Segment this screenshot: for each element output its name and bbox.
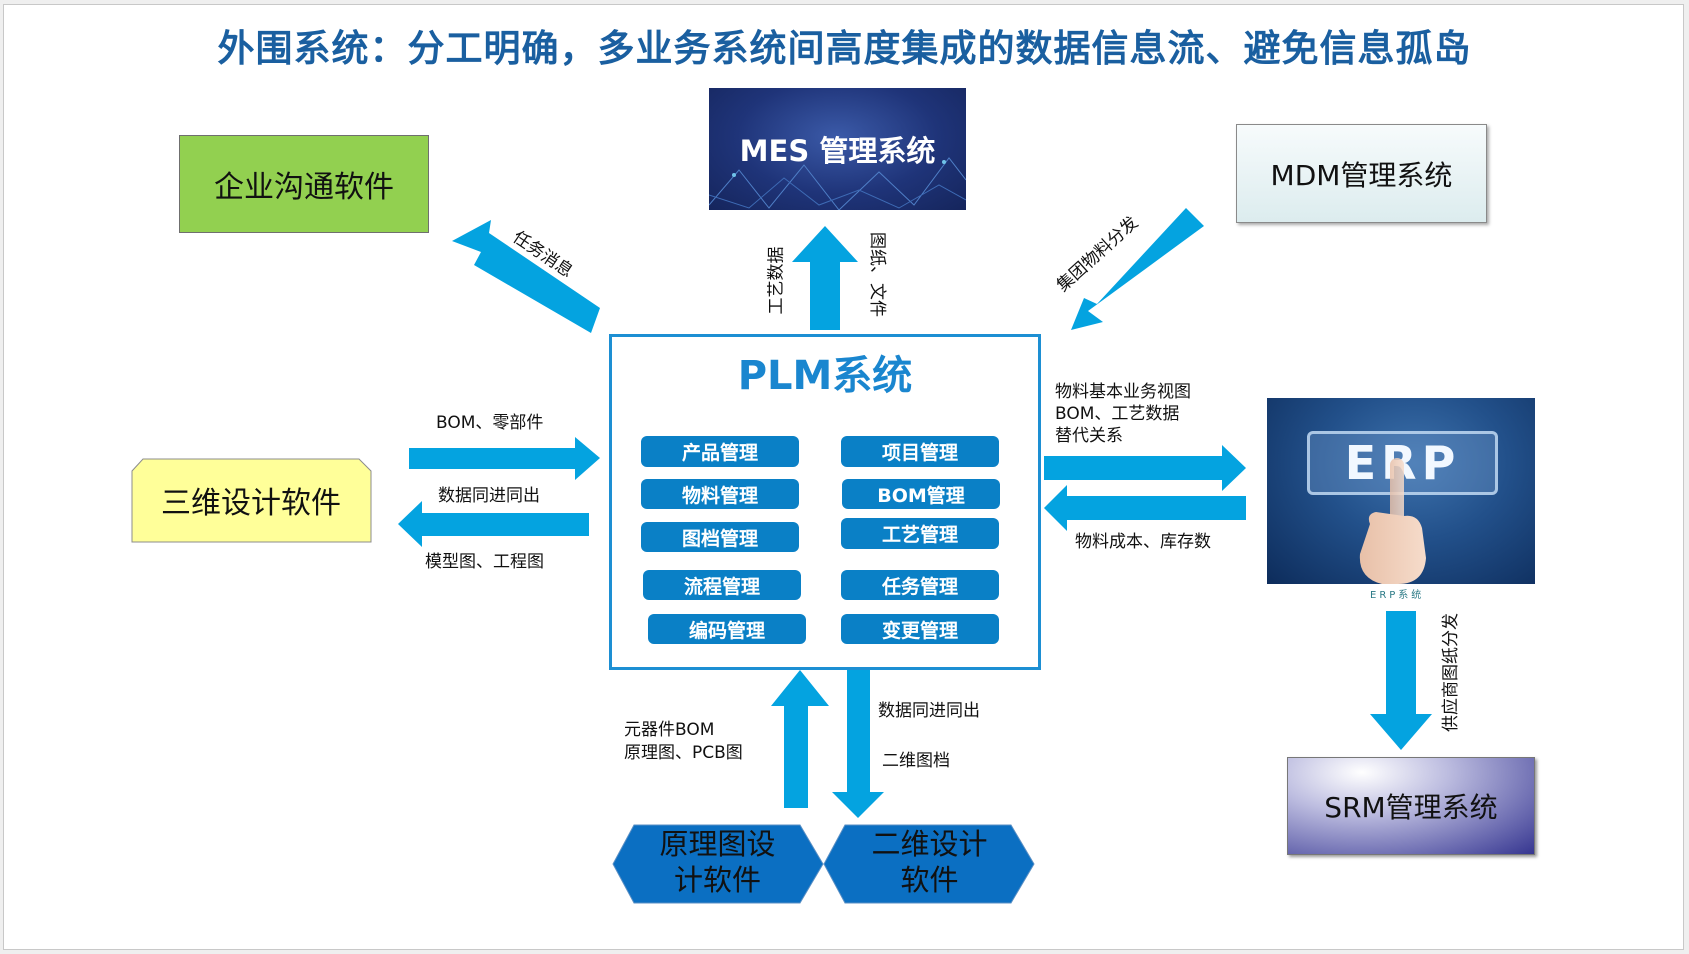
flow-label-model-drawings: 模型图、工程图 — [425, 552, 544, 572]
flow-label-data-sync-bottom: 数据同进同出 — [878, 701, 980, 721]
module-bom[interactable]: BOM管理 — [842, 479, 1000, 509]
arrow-to-plm-from-cad3d — [409, 437, 600, 480]
flow-label-to-erp-line2: BOM、工艺数据 — [1055, 404, 1180, 424]
module-workflow[interactable]: 流程管理 — [643, 570, 801, 600]
module-material[interactable]: 物料管理 — [641, 479, 799, 509]
flow-label-to-erp-line3: 替代关系 — [1055, 426, 1123, 446]
module-product[interactable]: 产品管理 — [641, 436, 799, 467]
flow-label-supplier-drawings: 供应商图纸分发 — [1441, 613, 1461, 732]
module-process[interactable]: 工艺管理 — [841, 518, 999, 549]
arrow-to-cad3d — [398, 501, 589, 547]
mdm-label: MDM管理系统 — [1270, 158, 1453, 192]
schematic-label-line1: 原理图设 — [659, 827, 776, 861]
srm-label: SRM管理系统 — [1324, 791, 1498, 824]
arrow-from-schematic — [771, 670, 829, 808]
flow-label-bom-parts: BOM、零部件 — [436, 413, 544, 433]
flow-label-2d-drawings: 二维图档 — [882, 751, 950, 771]
module-drawing[interactable]: 图档管理 — [641, 522, 799, 552]
arrow-to-erp — [1044, 445, 1246, 491]
flow-label-cost-inventory: 物料成本、库存数 — [1075, 532, 1211, 552]
flow-label-components-bom: 元器件BOM — [624, 720, 715, 740]
mes-box[interactable]: MES 管理系统 — [709, 88, 966, 210]
cad3d-box[interactable]: 三维设计软件 — [131, 458, 371, 542]
module-coding[interactable]: 编码管理 — [648, 614, 806, 644]
flow-label-schematic-pcb: 原理图、PCB图 — [624, 743, 743, 763]
schematic-box[interactable]: 原理图设 计软件 — [612, 826, 823, 898]
mes-label: MES 管理系统 — [739, 134, 936, 168]
plm-box: PLM系统 产品管理 物料管理 图档管理 流程管理 编码管理 项目管理 BOM管… — [609, 334, 1041, 670]
arrow-to-srm — [1370, 611, 1432, 750]
flow-label-to-erp: 物料基本业务视图 BOM、工艺数据 替代关系 — [1055, 381, 1191, 447]
cad2d-box[interactable]: 二维设计 软件 — [824, 826, 1035, 898]
flow-label-process-data: 工艺数据 — [766, 246, 787, 315]
hand-pointing-icon — [1359, 458, 1426, 584]
cad3d-label: 三维设计软件 — [161, 486, 341, 521]
flow-label-drawings-files: 图纸、文件 — [867, 232, 887, 317]
arrow-to-cad2d — [832, 670, 884, 818]
schematic-label-line2: 计软件 — [673, 863, 761, 897]
cad2d-hexagon — [823, 824, 1035, 904]
flow-label-to-erp-line1: 物料基本业务视图 — [1055, 382, 1191, 402]
bottom-hexagons — [612, 824, 1035, 904]
cad2d-label-line1: 二维设计 — [871, 827, 988, 861]
module-change[interactable]: 变更管理 — [841, 614, 999, 644]
srm-box[interactable]: SRM管理系统 — [1287, 757, 1535, 855]
module-project[interactable]: 项目管理 — [841, 436, 999, 467]
flow-label-data-sync-left: 数据同进同出 — [438, 486, 540, 506]
arrow-to-enterprise-comm — [452, 220, 600, 333]
arrow-to-mes — [792, 226, 858, 330]
arrow-from-erp — [1044, 485, 1246, 531]
mdm-box[interactable]: MDM管理系统 — [1236, 124, 1487, 223]
schematic-hexagon — [612, 824, 824, 904]
cad3d-shape — [131, 458, 372, 543]
arrow-from-mdm — [1071, 208, 1204, 330]
module-task[interactable]: 任务管理 — [841, 570, 999, 600]
flow-label-schematic-up: 元器件BOM 原理图、PCB图 — [624, 719, 743, 765]
page-title: 外围系统：分工明确，多业务系统间高度集成的数据信息流、避免信息孤岛 — [217, 27, 1472, 70]
erp-image[interactable]: ERP — [1267, 398, 1535, 584]
mes-decor-lines — [709, 157, 966, 210]
cad2d-label-line2: 软件 — [900, 863, 959, 897]
plm-title: PLM系统 — [737, 353, 913, 399]
enterprise-comm-box[interactable]: 企业沟通软件 — [179, 135, 429, 233]
erp-caption: ERP系统 — [1370, 590, 1425, 601]
enterprise-comm-label: 企业沟通软件 — [214, 170, 394, 205]
